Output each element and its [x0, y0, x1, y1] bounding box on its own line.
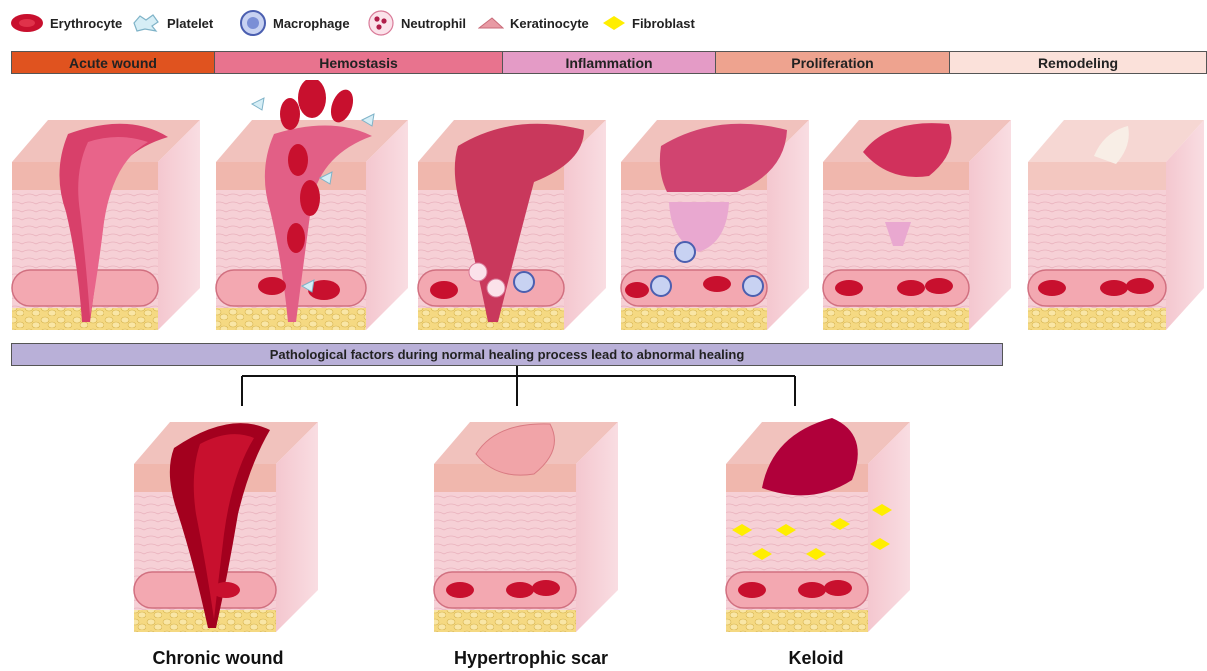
- legend-label: Neutrophil: [401, 16, 466, 31]
- macrophage-icon: [239, 9, 267, 37]
- skin-block-keloid: [722, 414, 914, 636]
- legend-label: Fibroblast: [632, 16, 695, 31]
- legend-item-keratinocyte: Keratinocyte: [478, 8, 589, 38]
- legend-item-erythrocyte: Erythrocyte: [10, 8, 122, 38]
- skin-block-chronic-wound: [130, 414, 322, 636]
- legend-label: Erythrocyte: [50, 16, 122, 31]
- legend: Erythrocyte Platelet Macrophage Neutroph…: [0, 0, 1207, 46]
- legend-label: Keratinocyte: [510, 16, 589, 31]
- stage-hemostasis: Hemostasis: [215, 52, 503, 73]
- skin-block-acute-wound: [8, 112, 204, 334]
- stage-inflammation: Inflammation: [503, 52, 716, 73]
- outcome-label-hypertrophic-scar: Hypertrophic scar: [431, 648, 631, 669]
- legend-item-platelet: Platelet: [131, 8, 213, 38]
- healing-stage-bar: Acute wound Hemostasis Inflammation Prol…: [11, 51, 1207, 74]
- stage-acute-wound: Acute wound: [12, 52, 215, 73]
- skin-block-proliferation: [819, 112, 1015, 334]
- neutrophil-icon: [367, 9, 395, 37]
- stage-proliferation: Proliferation: [716, 52, 950, 73]
- keratinocyte-icon: [478, 14, 504, 32]
- skin-block-hypertrophic-scar: [430, 414, 622, 636]
- skin-block-remodeling: [1024, 112, 1207, 334]
- skin-block-inflammation: [414, 112, 610, 334]
- legend-item-fibroblast: Fibroblast: [602, 8, 695, 38]
- legend-item-neutrophil: Neutrophil: [367, 8, 466, 38]
- erythrocyte-icon: [10, 12, 44, 34]
- legend-item-macrophage: Macrophage: [239, 8, 350, 38]
- skin-block-proliferation-early: [617, 112, 813, 334]
- legend-label: Macrophage: [273, 16, 350, 31]
- pathological-factors-bar: Pathological factors during normal heali…: [11, 343, 1003, 366]
- skin-block-hemostasis: [212, 80, 412, 334]
- outcome-label-chronic-wound: Chronic wound: [118, 648, 318, 669]
- stage-remodeling: Remodeling: [950, 52, 1206, 73]
- outcome-connector: [0, 366, 1207, 410]
- legend-label: Platelet: [167, 16, 213, 31]
- outcome-label-keloid: Keloid: [716, 648, 916, 669]
- platelet-icon: [131, 12, 161, 34]
- fibroblast-icon: [602, 14, 626, 32]
